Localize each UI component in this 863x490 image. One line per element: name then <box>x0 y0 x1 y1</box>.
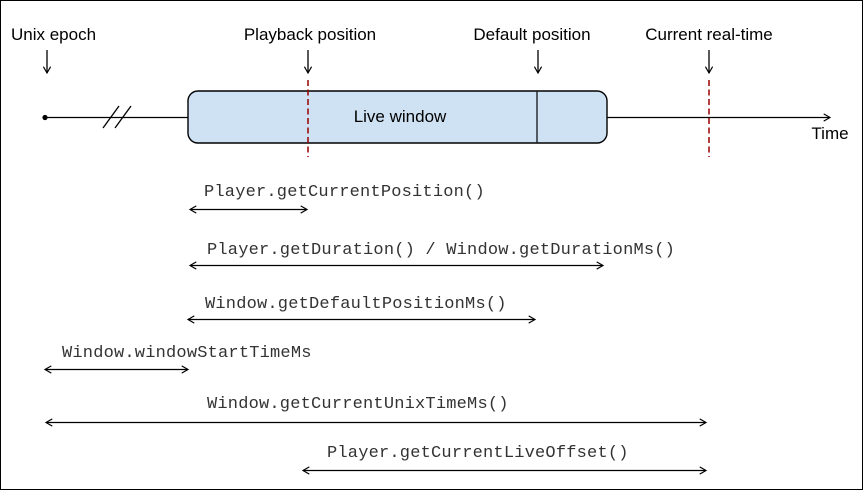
time-axis-label: Time <box>811 124 849 143</box>
measurement-label-get-current-unix-time: Window.getCurrentUnixTimeMs() <box>207 395 509 414</box>
measurement-label-window-start-time: Window.windowStartTimeMs <box>62 344 312 363</box>
measurement-label-get-current-live-offset: Player.getCurrentLiveOffset() <box>327 444 629 463</box>
measurement-label-get-default-position: Window.getDefaultPositionMs() <box>205 295 507 314</box>
playback-position-label: Playback position <box>243 25 377 44</box>
unix-epoch-label: Unix epoch <box>11 25 97 44</box>
axis-break-slash <box>114 105 132 129</box>
axis-break-slash <box>102 105 120 129</box>
measurement-label-get-duration: Player.getDuration() / Window.getDuratio… <box>207 241 676 260</box>
live-window-label: Live window <box>353 107 447 126</box>
live-window-box <box>187 90 608 144</box>
current-real-time-label: Current real-time <box>645 25 773 44</box>
measurement-label-get-current-position: Player.getCurrentPosition() <box>204 183 485 202</box>
unix-epoch-point <box>42 114 48 121</box>
default-position-label: Default position <box>473 25 591 44</box>
